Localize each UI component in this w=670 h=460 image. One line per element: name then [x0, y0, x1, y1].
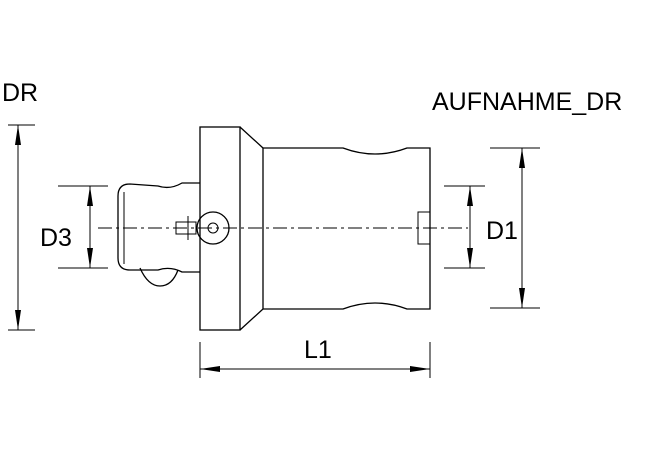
label-d1: D1: [486, 217, 518, 245]
flange: [199, 126, 264, 331]
dimension-aufnahme-dr: [490, 147, 540, 309]
main-body: [262, 147, 431, 310]
dimension-d3: [58, 185, 108, 269]
label-l1: L1: [304, 336, 332, 364]
clamp-screw: [175, 211, 230, 245]
dimension-dr: [8, 124, 35, 331]
dimension-d1: [444, 185, 485, 269]
shank: [117, 182, 200, 287]
dimension-l1: [199, 342, 431, 378]
label-dr: DR: [2, 79, 38, 107]
label-d3: D3: [40, 224, 72, 252]
label-aufnahme-dr: AUFNAHME_DR: [432, 88, 622, 116]
